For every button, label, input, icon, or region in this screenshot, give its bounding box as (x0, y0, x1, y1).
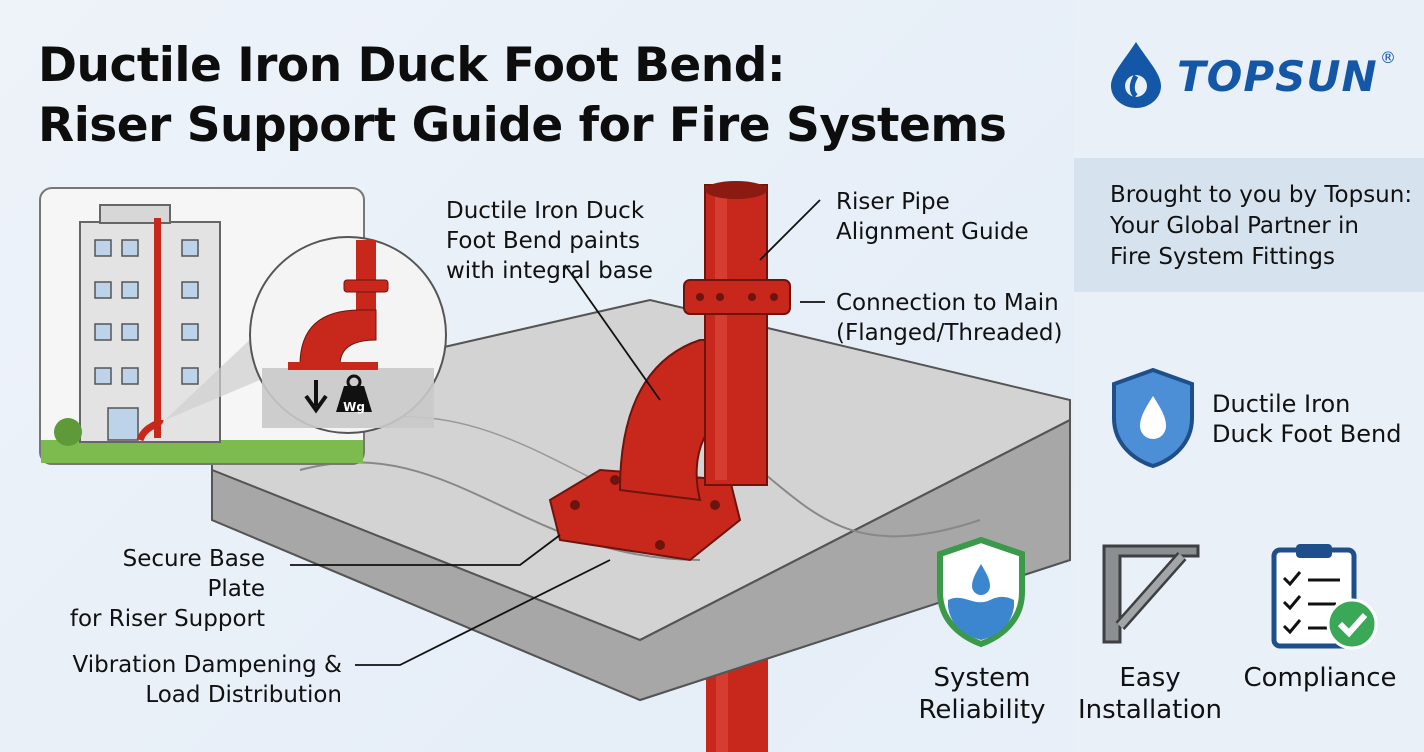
callout-duck-foot-line-1: Ductile Iron Duck (446, 198, 645, 224)
weight-label-layer: Wg (343, 400, 365, 414)
callout-base-plate-line-1: Secure Base Plate (122, 546, 265, 602)
product-badge-line-2: Duck Foot Bend (1212, 420, 1402, 448)
clipboard-check-icon (1271, 544, 1378, 650)
feature-reliability-line-1: System (933, 663, 1031, 693)
callout-base-plate-line-2: for Riser Support (69, 606, 265, 632)
title-line-2: Riser Support Guide for Fire Systems (38, 98, 1007, 153)
callout-vibration-line-2: Load Distribution (145, 682, 342, 708)
brand-name: TOPSUN (1177, 52, 1378, 101)
feature-reliability: System Reliability (902, 662, 1062, 726)
feature-installation-line-2: Installation (1077, 695, 1222, 725)
shield-water-icon (937, 536, 1025, 648)
flange (683, 279, 791, 315)
callout-base-plate: Secure Base Plate for Riser Support (60, 544, 265, 634)
promo-line-1: Brought to you by Topsun: (1110, 182, 1413, 208)
promo-box (1074, 158, 1424, 292)
callout-vibration-line-1: Vibration Dampening & (72, 652, 343, 678)
promo-line-3: Fire System Fittings (1110, 244, 1335, 270)
product-badge-label: Ductile Iron Duck Foot Bend (1212, 389, 1401, 449)
feature-reliability-line-2: Reliability (918, 695, 1046, 725)
callout-connection: Connection to Main (Flanged/Threaded) (836, 288, 1063, 348)
feature-compliance-line-1: Compliance (1243, 663, 1397, 693)
building-inset (39, 187, 447, 465)
title-line-1: Ductile Iron Duck Foot Bend: (38, 38, 786, 93)
callout-riser-guide: Riser Pipe Alignment Guide (836, 187, 1029, 247)
bracket-icon (1102, 544, 1200, 644)
callout-riser-guide-line-2: Alignment Guide (836, 219, 1029, 245)
callout-riser-guide-line-1: Riser Pipe (836, 189, 950, 215)
page-title: Ductile Iron Duck Foot Bend: Riser Suppo… (38, 36, 1007, 156)
promo-line-2: Your Global Partner in (1110, 213, 1359, 239)
callout-vibration: Vibration Dampening & Load Distribution (60, 650, 343, 710)
product-badge-line-1: Ductile Iron (1212, 390, 1351, 418)
down-arrow-icon (304, 380, 328, 414)
riser-pipe (704, 184, 768, 486)
feature-compliance: Compliance (1238, 662, 1402, 694)
callout-duck-foot-line-2: Foot Bend paints (446, 228, 640, 254)
callout-connection-line-1: Connection to Main (836, 290, 1059, 316)
callout-duck-foot: Ductile Iron Duck Foot Bend paints with … (446, 196, 653, 286)
callout-duck-foot-line-3: with integral base (446, 258, 653, 284)
registered-mark: ® (1380, 48, 1396, 67)
promo-text: Brought to you by Topsun: Your Global Pa… (1110, 180, 1412, 273)
feature-installation: Easy Installation (1070, 662, 1230, 726)
weight-label: Wg (343, 400, 365, 414)
callout-connection-line-2: (Flanged/Threaded) (836, 320, 1063, 346)
shield-drop-icon (1112, 367, 1194, 469)
feature-installation-line-1: Easy (1119, 663, 1181, 693)
weight-icon (336, 386, 372, 412)
water-drop-icon (1111, 42, 1161, 108)
